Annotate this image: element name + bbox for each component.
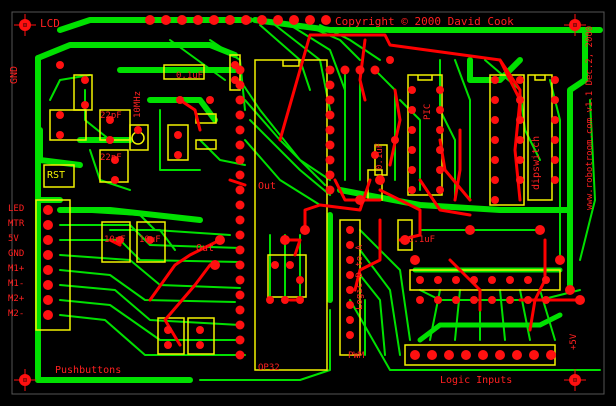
label-10mhz: 10MHz: [133, 90, 143, 118]
label-dipswitch: dipswitch: [531, 135, 542, 190]
board-outline: [11, 11, 605, 395]
label-22pf-2: 22pF: [100, 153, 122, 163]
pin-label-m2-minus: M2-: [8, 309, 25, 319]
label-22pf-1: 22pF: [100, 111, 122, 121]
label-pic: PIC: [423, 103, 433, 120]
label-gnd: GND: [9, 65, 20, 84]
pin-label-5v: 5V: [8, 234, 19, 244]
label-op32: OP32: [258, 363, 280, 373]
label-10uf-2: 10uF: [139, 235, 161, 245]
pin-label-m1-plus: M1+: [8, 264, 25, 274]
label-rst: RST: [47, 170, 66, 181]
label-lcd: LCD: [40, 17, 60, 30]
label-10uf-1: 10uF: [104, 235, 126, 245]
top-layer-traces: [108, 33, 582, 347]
copyright-text: Copyright © 2000 David Cook: [335, 15, 514, 28]
label-out-2: Out: [196, 243, 215, 254]
label-0-1uf-3: 0.1uF: [408, 235, 436, 245]
pin-label-led: LED: [8, 204, 25, 214]
pin-label-m1-minus: M1-: [8, 279, 25, 289]
label-pushbuttons: Pushbuttons: [55, 365, 122, 376]
label-out-1: Out: [258, 181, 277, 192]
pin-label-gnd: GND: [8, 249, 25, 259]
label-pwm: PWM: [348, 351, 365, 361]
pads: [19, 15, 585, 386]
label-0-1uf-1: 0.1uF: [176, 71, 204, 81]
label-plus5v: +5V: [569, 333, 579, 350]
pin-label-mtr: MTR: [8, 219, 25, 229]
label-logic-d-to-a: Logic D to A: [355, 244, 365, 310]
fiducial-crosshairs: [14, 14, 586, 391]
label-logic-inputs: Logic Inputs: [440, 375, 513, 386]
website-version-text: www.robotroom.com v1.1 Dec.2, 2000: [585, 25, 595, 210]
label-0-1uf-2: 0.1uF: [375, 142, 385, 170]
silkscreen-outlines: [35, 54, 561, 371]
pin-label-m2-plus: M2+: [8, 294, 25, 304]
